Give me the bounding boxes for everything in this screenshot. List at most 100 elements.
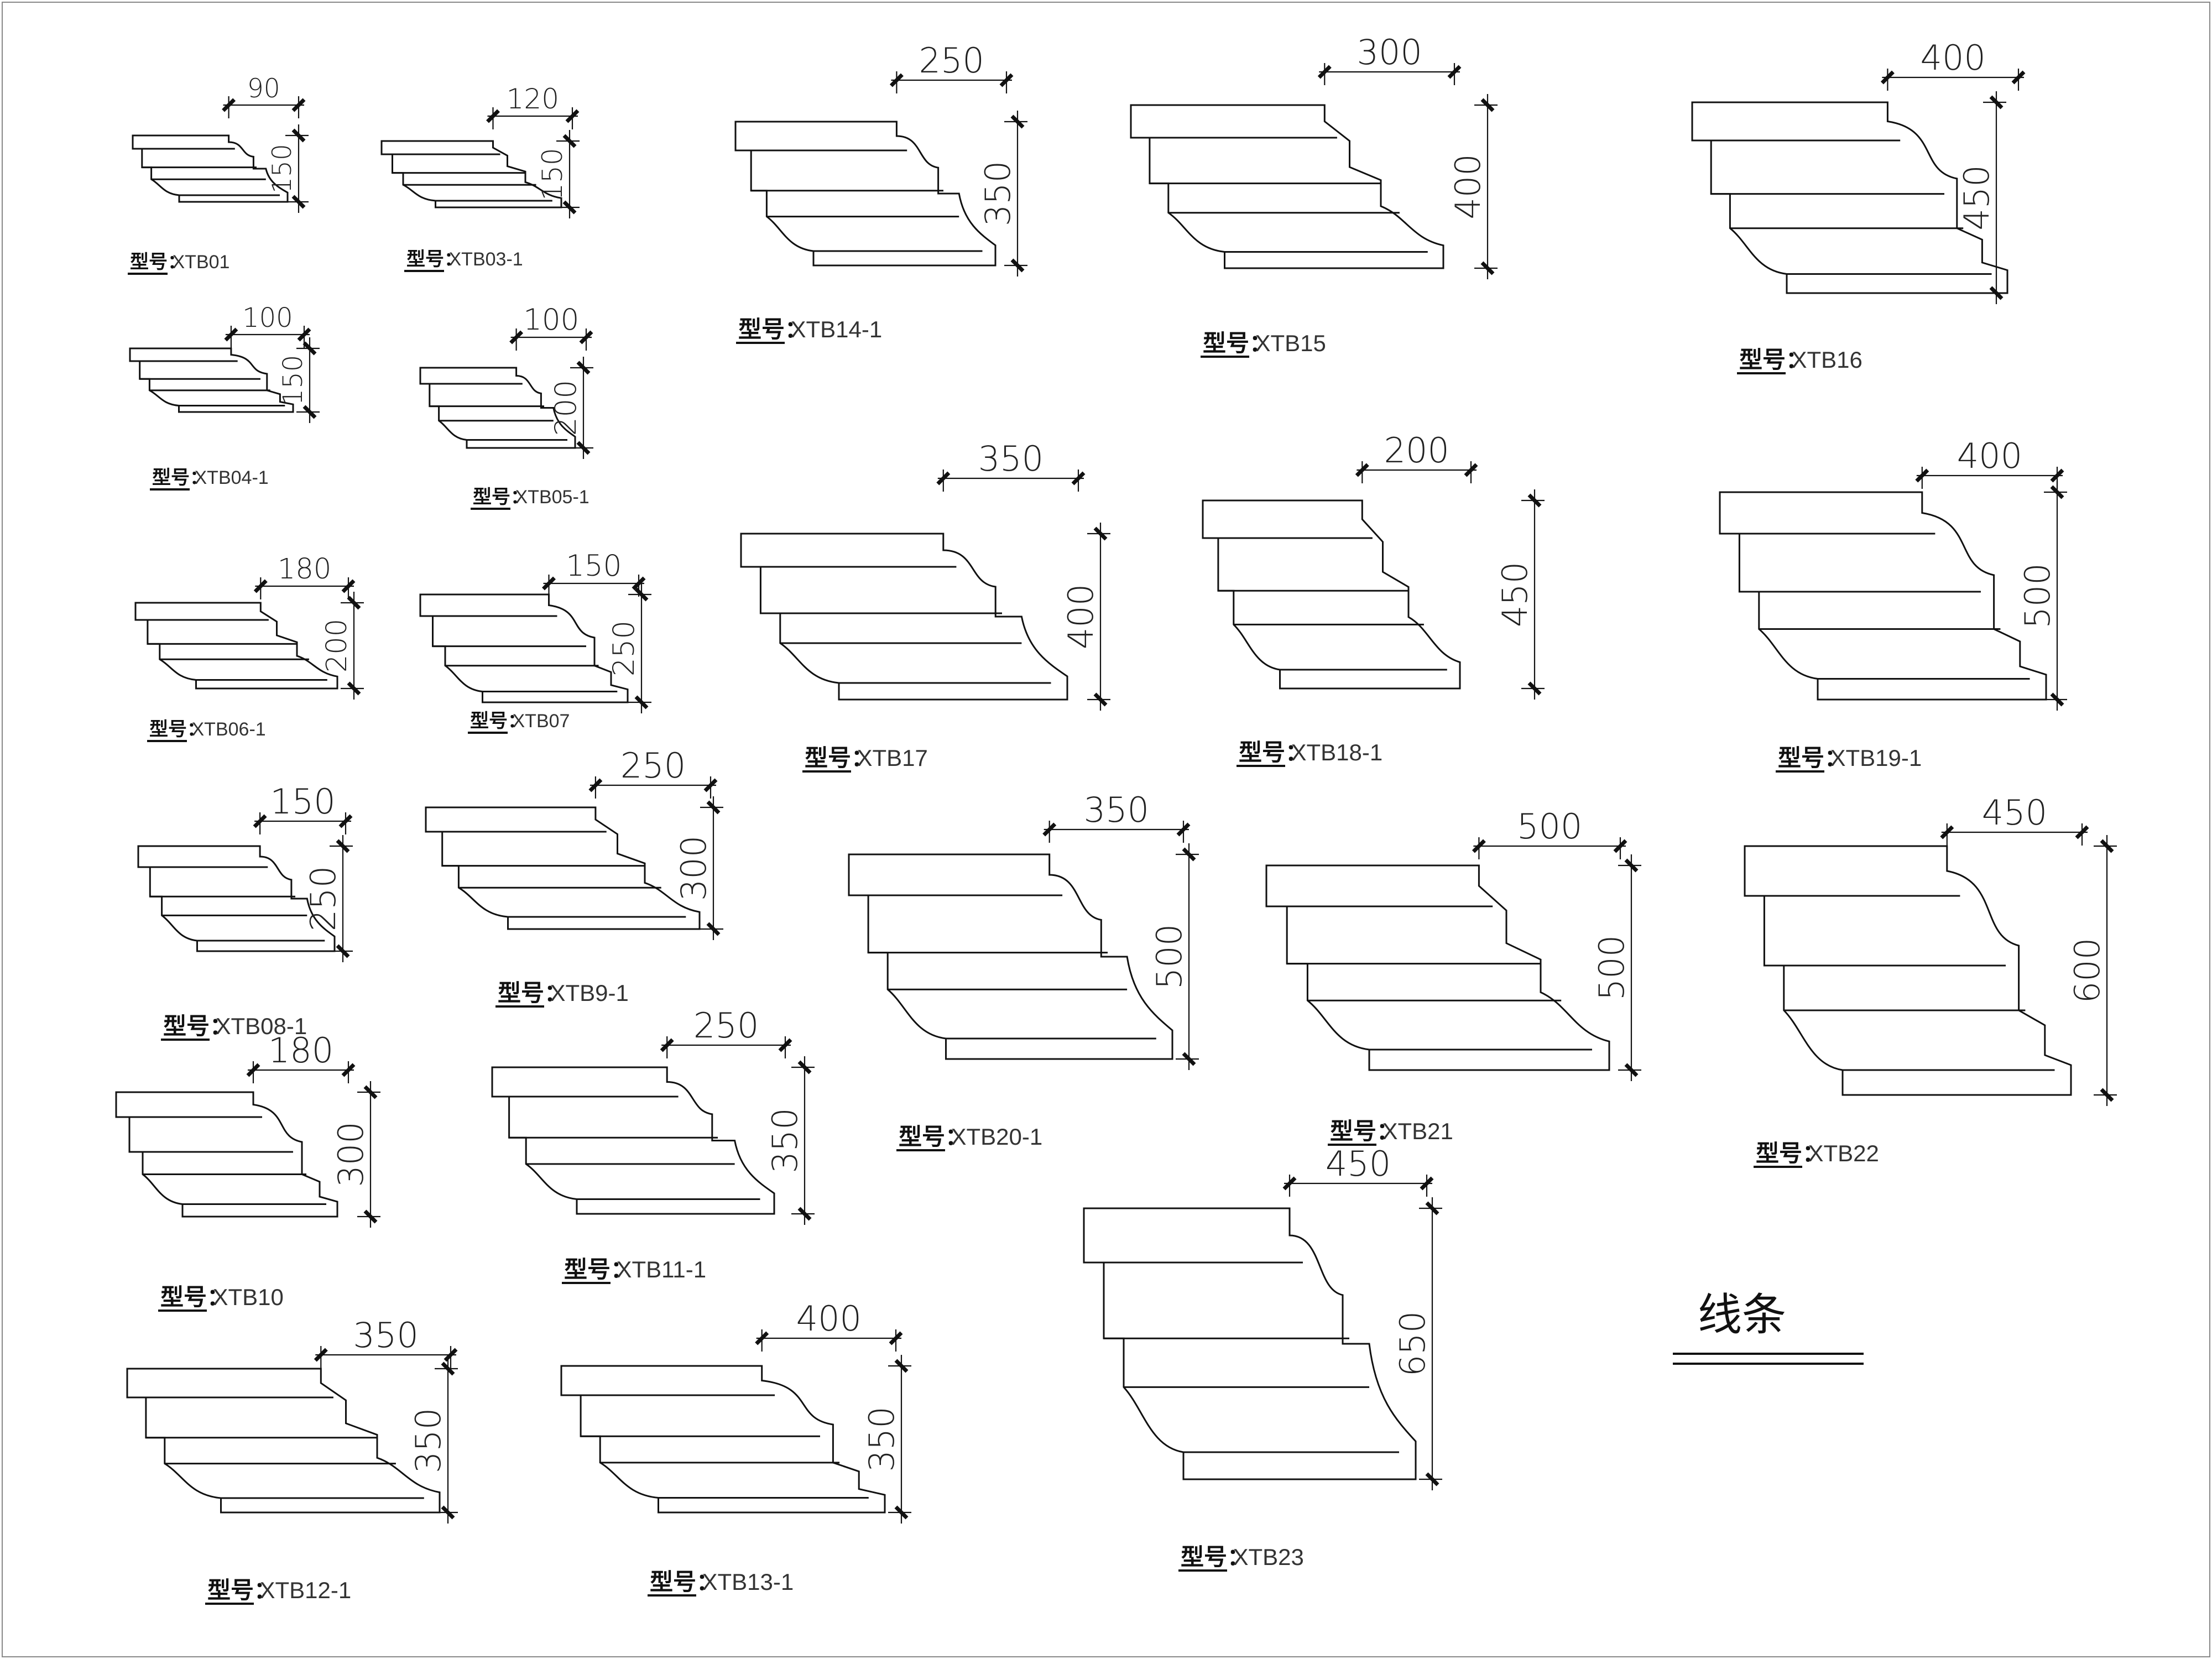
model-code: XTB06-1 [192, 719, 266, 740]
profile-outline [1744, 845, 2072, 1096]
width-dimension-value: 90 [247, 74, 280, 104]
height-tick-mark [1480, 98, 1495, 112]
height-tick-mark [576, 441, 591, 455]
height-tick-mark [291, 128, 306, 143]
width-dimension-value: 180 [268, 1030, 333, 1071]
profile-outline [425, 806, 701, 930]
profile-outline [1265, 864, 1610, 1071]
width-tick-mark [338, 814, 353, 828]
height-tick-mark [1989, 95, 2004, 109]
height-dimension-value: 150 [278, 355, 309, 406]
height-tick-mark [1527, 681, 1542, 696]
profile-outline [1130, 104, 1444, 269]
height-tick-mark [363, 1085, 378, 1099]
model-code: XTB05-1 [515, 487, 589, 508]
model-label-prefix: 型号： [1239, 739, 1308, 766]
width-tick-mark [1071, 471, 1086, 486]
height-tick-mark [634, 695, 649, 709]
width-tick-mark [1940, 825, 1954, 839]
height-tick-mark [576, 361, 591, 375]
profile-outline [419, 593, 629, 703]
profile-outline [740, 533, 1068, 701]
height-tick-mark [1527, 493, 1542, 508]
profile-outline [1719, 491, 2047, 701]
height-dimension-value: 650 [1392, 1311, 1433, 1376]
height-dimension-value: 350 [862, 1406, 902, 1472]
width-dimension-value: 400 [796, 1298, 862, 1339]
height-tick-mark [336, 944, 350, 958]
width-dimension-value: 400 [1957, 436, 2022, 476]
model-label-prefix: 型号： [738, 316, 808, 343]
height-tick-mark [1182, 1052, 1196, 1066]
width-dimension-value: 450 [1326, 1144, 1391, 1184]
height-tick-mark [1425, 1201, 1439, 1215]
height-tick-mark [562, 134, 577, 148]
width-dimension-value: 100 [242, 302, 293, 333]
height-tick-mark [1624, 1063, 1639, 1077]
height-tick-mark [797, 1207, 812, 1221]
height-tick-mark [1010, 258, 1025, 273]
model-label-prefix: 型号： [899, 1123, 968, 1150]
width-tick-mark [291, 98, 306, 112]
height-tick-mark [302, 405, 317, 419]
width-tick-mark [660, 1038, 674, 1052]
height-dimension-value: 150 [536, 148, 568, 200]
width-tick-mark [253, 814, 267, 828]
height-tick-mark [1989, 286, 2004, 300]
height-dimension-value: 350 [408, 1408, 448, 1473]
width-tick-mark [341, 579, 356, 593]
width-dimension-value: 350 [353, 1315, 418, 1355]
model-code: XTB12-1 [260, 1577, 352, 1603]
model-code: XTB10 [213, 1284, 284, 1310]
width-tick-mark [632, 576, 646, 591]
height-tick-mark [441, 1361, 455, 1376]
height-dimension-value: 500 [1592, 935, 1632, 1000]
width-tick-mark [1176, 822, 1191, 837]
sheet-title: 线条 [1698, 1289, 1786, 1340]
height-tick-mark [1624, 858, 1639, 873]
width-tick-mark [297, 327, 311, 342]
height-tick-mark [1182, 847, 1196, 862]
height-tick-mark [706, 800, 721, 815]
profile-outline [1083, 1207, 1417, 1480]
profile-outline [848, 853, 1173, 1060]
profile-outline [134, 602, 338, 690]
width-dimension-value: 450 [1982, 792, 2047, 833]
width-tick-mark [341, 1063, 356, 1077]
width-tick-mark [565, 109, 580, 123]
height-tick-mark [1010, 114, 1025, 129]
model-label-prefix: 型号： [1330, 1118, 1400, 1145]
width-tick-mark [1420, 1176, 1434, 1191]
height-dimension-value: 300 [674, 836, 714, 901]
height-dimension-value: 500 [1149, 924, 1190, 989]
height-tick-mark [2050, 485, 2064, 499]
height-tick-mark [302, 341, 317, 356]
model-label-prefix: 型号： [130, 251, 186, 273]
width-dimension-value: 200 [1384, 430, 1449, 471]
height-dimension-value: 150 [267, 144, 298, 194]
height-tick-mark [562, 200, 577, 215]
model-label-prefix: 型号： [406, 248, 463, 270]
width-tick-mark [1613, 839, 1627, 853]
model-code: XTB03-1 [449, 249, 523, 270]
height-tick-mark [1093, 526, 1108, 541]
model-label-prefix: 型号： [805, 744, 874, 771]
width-dimension-value: 400 [1921, 38, 1986, 78]
width-tick-mark [579, 330, 593, 345]
model-code: XTB23 [1233, 1544, 1304, 1570]
width-tick-mark [936, 471, 951, 486]
width-tick-mark [444, 1348, 458, 1362]
model-label-prefix: 型号： [160, 1284, 230, 1311]
height-tick-mark [2100, 839, 2114, 853]
model-label-prefix: 型号： [1203, 330, 1272, 357]
